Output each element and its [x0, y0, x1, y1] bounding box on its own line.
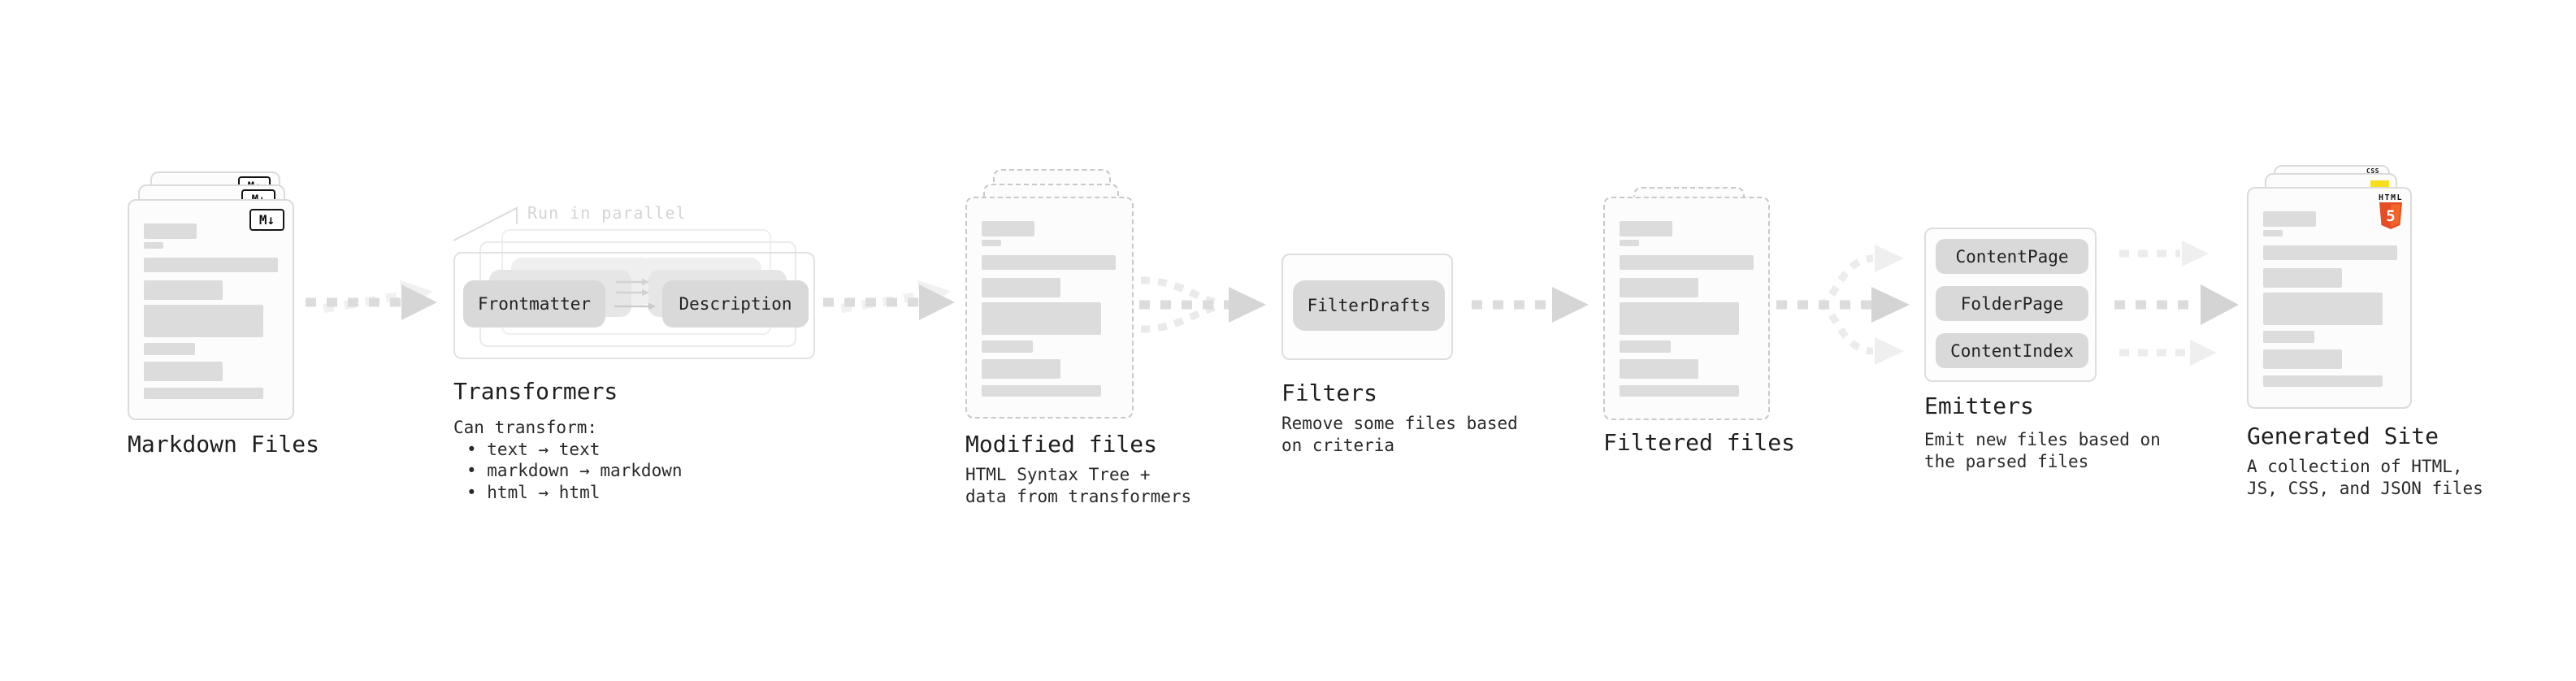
description-line: • html → html: [466, 482, 601, 502]
placeholder-text-line: [982, 255, 1116, 270]
js-icon: [2370, 180, 2389, 189]
file-card: [965, 197, 1134, 419]
stage-description: A collection of HTML, JS, CSS, and JSON …: [2247, 456, 2483, 499]
callout-line: [453, 206, 518, 241]
description-line: the parsed files: [1924, 451, 2089, 471]
pill-arrows-icon: [614, 278, 656, 310]
description-line: data from transformers: [965, 486, 1192, 506]
placeholder-text-line: [982, 302, 1101, 335]
description-line: • text → text: [466, 439, 601, 459]
placeholder-text-line: [982, 278, 1060, 297]
placeholder-text-line: [1620, 385, 1739, 397]
file-card: HTML 5: [2247, 187, 2412, 409]
placeholder-text-line: [144, 388, 263, 399]
description-line: JS, CSS, and JSON files: [2247, 478, 2483, 498]
filters-box: FilterDrafts: [1281, 254, 1453, 360]
placeholder-text-line: [1620, 340, 1671, 353]
flow-arrow-icon: [823, 280, 955, 320]
html5-icon: HTML 5: [2376, 193, 2405, 233]
description-line: Emit new files based on: [1924, 430, 2161, 449]
flow-arrow-icon: [306, 280, 437, 320]
run-in-parallel-note: Run in parallel: [527, 203, 687, 223]
placeholder-text-line: [144, 242, 163, 249]
description-line: A collection of HTML,: [2247, 457, 2463, 476]
flow-arrow-icon: [1472, 287, 1589, 323]
transformer-layer-front: Frontmatter Description: [453, 252, 815, 359]
placeholder-text-line: [144, 280, 223, 300]
file-card: [1603, 197, 1770, 420]
placeholder-text-line: [982, 221, 1034, 236]
placeholder-text-line: [2263, 245, 2397, 260]
placeholder-text-line: [1620, 255, 1754, 270]
placeholder-text-line: [2263, 293, 2383, 325]
description-line: Can transform:: [453, 418, 598, 437]
emitter-pill-contentindex: ContentIndex: [1936, 333, 2088, 368]
placeholder-text-line: [982, 340, 1033, 353]
svg-text:5: 5: [2386, 207, 2395, 225]
placeholder-text-line: [982, 240, 1001, 246]
stage-label: Modified files: [965, 431, 1158, 458]
emitter-pill-folderpage: FolderPage: [1936, 286, 2088, 321]
transformer-pill-frontmatter: Frontmatter: [463, 280, 605, 327]
placeholder-text-line: [144, 305, 263, 337]
description-line: • markdown → markdown: [466, 461, 683, 480]
placeholder-text-line: [1620, 359, 1698, 379]
stage-label: Generated Site: [2247, 423, 2439, 449]
stage-description: Remove some files based on criteria: [1281, 413, 1518, 456]
split-arrow-icon: [1776, 245, 1910, 365]
placeholder-text-line: [2263, 268, 2342, 288]
placeholder-text-line: [2263, 331, 2314, 343]
transformer-pill-description: Description: [662, 280, 809, 327]
emitter-pill-contentpage: ContentPage: [1936, 239, 2088, 274]
filter-pill-filterdrafts: FilterDrafts: [1293, 280, 1445, 331]
placeholder-text-line: [144, 223, 197, 239]
placeholder-text-line: [144, 258, 278, 272]
placeholder-text-line: [1620, 302, 1739, 335]
stage-label: Filters: [1281, 380, 1378, 406]
placeholder-text-line: [2263, 349, 2342, 369]
placeholder-text-line: [2263, 211, 2316, 227]
placeholder-text-line: [982, 385, 1101, 397]
stage-label: Markdown Files: [128, 431, 320, 458]
placeholder-text-line: [2263, 375, 2383, 387]
markdown-icon: M↓: [249, 209, 284, 231]
placeholder-text-line: [1620, 240, 1639, 246]
stage-description: Emit new files based on the parsed files: [1924, 429, 2161, 472]
stage-description: Can transform: • text → text • markdown …: [453, 417, 683, 503]
description-line: Remove some files based: [1281, 414, 1518, 433]
stage-label: Emitters: [1924, 393, 2034, 419]
parallel-arrows-icon: [2114, 241, 2239, 366]
placeholder-text-line: [1620, 278, 1698, 297]
description-line: HTML Syntax Tree +: [965, 465, 1151, 484]
file-card: M↓: [128, 199, 294, 420]
placeholder-text-line: [2263, 230, 2283, 236]
placeholder-text-line: [144, 343, 195, 355]
stage-description: HTML Syntax Tree + data from transformer…: [965, 464, 1191, 507]
stage-label: Transformers: [453, 378, 618, 405]
placeholder-text-line: [144, 362, 223, 381]
emitters-box: ContentPage FolderPage ContentIndex: [1924, 228, 2097, 382]
stage-label: Filtered files: [1603, 429, 1796, 456]
merge-arrow-icon: [1139, 276, 1266, 333]
placeholder-text-line: [982, 359, 1060, 379]
description-line: on criteria: [1281, 435, 1395, 455]
placeholder-text-line: [1620, 221, 1672, 236]
